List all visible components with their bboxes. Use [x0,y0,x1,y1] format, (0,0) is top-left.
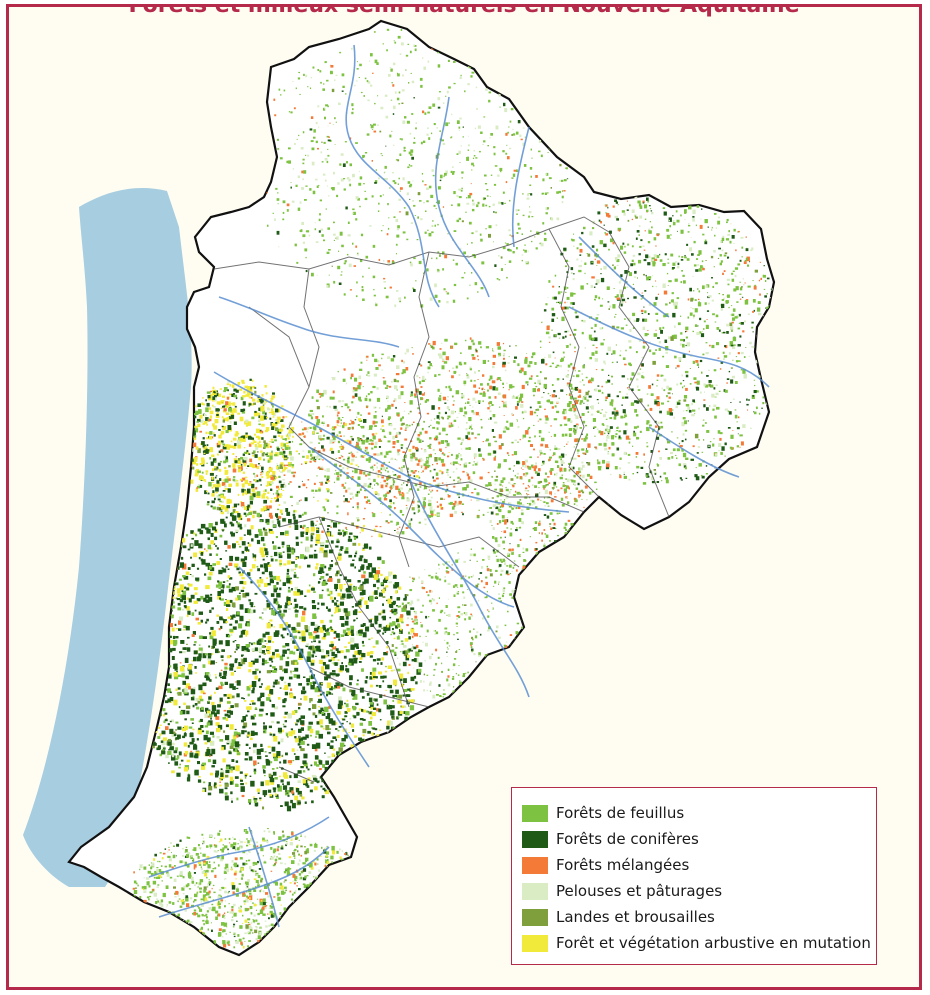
legend-swatch [522,882,548,900]
map-frame: Forêts et milieux semi-naturels en Nouve… [6,4,922,990]
map-canvas [23,19,776,957]
legend-item-feuillus: Forêts de feuillus [522,800,876,826]
map-title: Forêts et milieux semi-naturels en Nouve… [9,7,919,17]
ocean [23,188,192,887]
legend-item-pelouses: Pelouses et pâturages [522,878,876,904]
legend-label: Pelouses et pâturages [556,882,723,900]
legend-item-melangees: Forêts mélangées [522,852,876,878]
legend-label: Landes et brousailles [556,908,715,926]
legend-swatch [522,856,548,874]
vegetation-layer [120,28,774,950]
legend-item-coniferes: Forêts de conifères [522,826,876,852]
legend-item-landes: Landes et brousailles [522,904,876,930]
legend-item-mutation: Forêt et végétation arbustive en mutatio… [522,930,876,956]
department-boundaries [213,216,670,783]
title-strip: Forêts et milieux semi-naturels en Nouve… [9,7,919,17]
legend-swatch [522,804,548,822]
legend-swatch [522,830,548,848]
legend-swatch [522,934,548,952]
map-legend: Forêts de feuillus Forêts de conifères F… [511,787,877,965]
legend-label: Forêts mélangées [556,856,690,874]
legend-label: Forêts de conifères [556,830,699,848]
rivers [148,44,770,928]
legend-label: Forêts de feuillus [556,804,685,822]
legend-label: Forêt et végétation arbustive en mutatio… [556,934,871,952]
legend-swatch [522,908,548,926]
